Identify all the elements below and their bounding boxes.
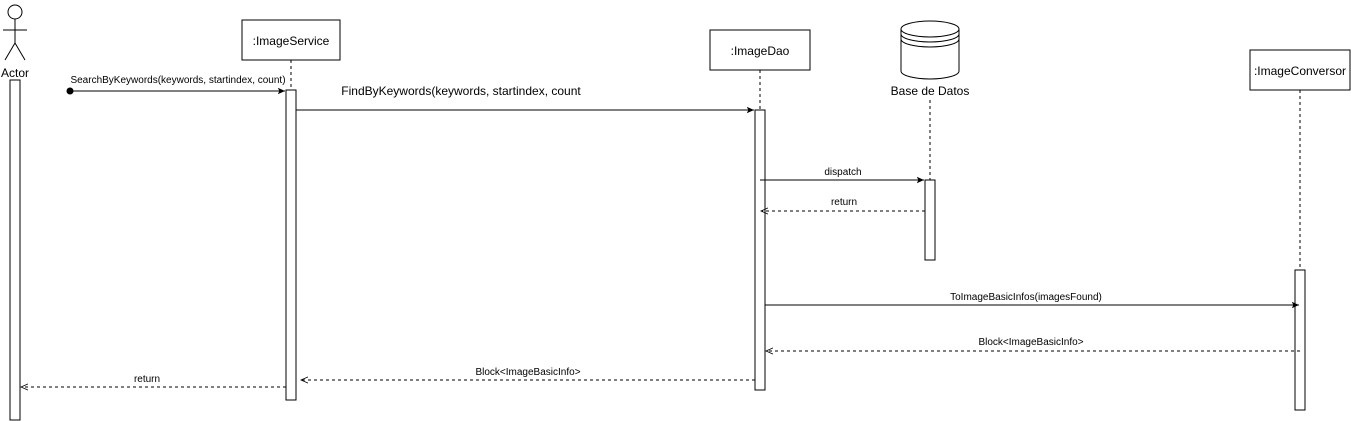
return-db-label: return bbox=[831, 197, 857, 208]
actor-icon bbox=[3, 4, 27, 61]
image-conversor-label: :ImageConversor bbox=[1254, 64, 1346, 78]
database-activation-bar[interactable] bbox=[924, 179, 936, 261]
image-service-label: :ImageService bbox=[253, 34, 330, 48]
database-icon[interactable] bbox=[900, 20, 960, 80]
image-service-box[interactable] bbox=[241, 19, 341, 61]
dispatch-label: dispatch bbox=[824, 167, 861, 178]
actor-activation-bar[interactable] bbox=[9, 79, 21, 421]
image-dao-activation-bar[interactable] bbox=[754, 109, 766, 391]
actor-label: Actor bbox=[1, 66, 29, 80]
find-by-keywords-label: FindByKeywords(keywords, startindex, cou… bbox=[341, 84, 581, 98]
search-by-keywords-label: SearchByKeywords(keywords, startindex, c… bbox=[70, 75, 285, 86]
database-label: Base de Datos bbox=[891, 84, 970, 98]
image-service-activation-bar[interactable] bbox=[285, 89, 297, 401]
image-conversor-box[interactable] bbox=[1249, 49, 1351, 91]
block-from-conversor-label: Block<ImageBasicInfo> bbox=[978, 337, 1083, 348]
image-dao-label: :ImageDao bbox=[731, 44, 790, 58]
return-service-label: return bbox=[134, 374, 160, 385]
block-from-dao-label: Block<ImageBasicInfo> bbox=[475, 367, 580, 378]
to-image-basic-infos-label: ToImageBasicInfos(imagesFound) bbox=[950, 292, 1102, 303]
image-conversor-activation-bar[interactable] bbox=[1294, 269, 1306, 411]
